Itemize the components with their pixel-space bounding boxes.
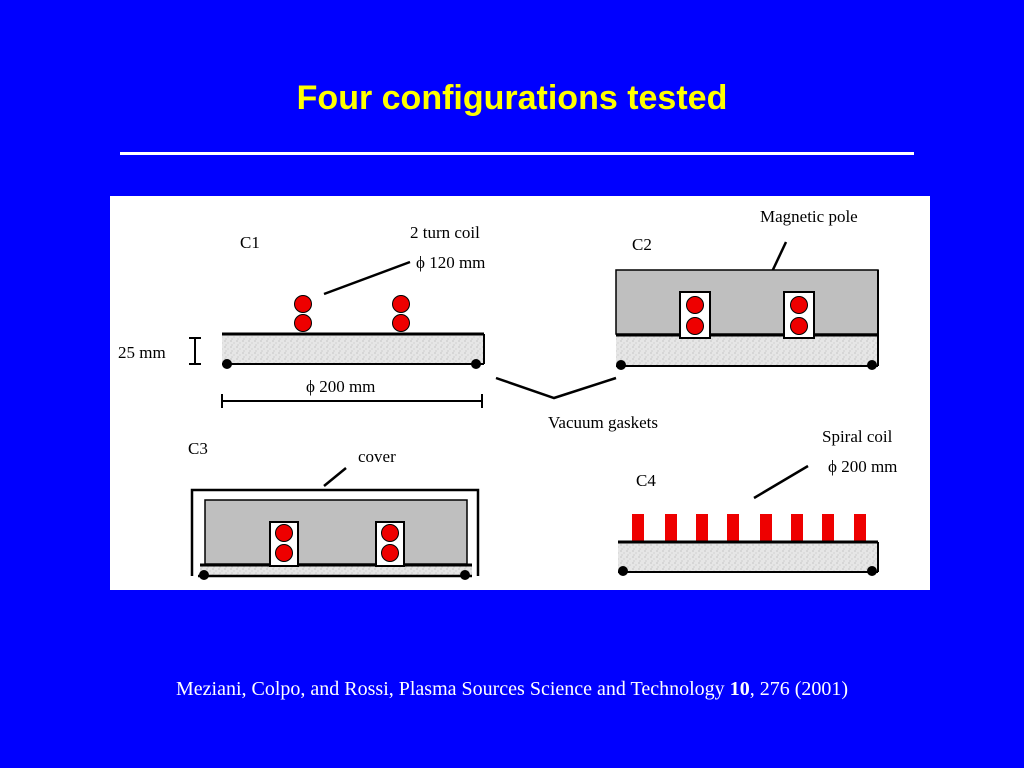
title-divider — [120, 152, 914, 155]
c4-gasket-right — [867, 566, 877, 576]
c2-gasket-left — [616, 360, 626, 370]
c2-gasket-right — [867, 360, 877, 370]
label-spiral-coil: Spiral coil — [822, 427, 893, 446]
label-height-25mm: 25 mm — [118, 343, 166, 362]
label-vacuum-gaskets: Vacuum gaskets — [548, 413, 658, 432]
label-magnetic-pole: Magnetic pole — [760, 207, 858, 226]
c1-dielectric-plate — [222, 334, 484, 364]
label-c2: C2 — [632, 235, 652, 254]
c4-spiral-coil-segment — [696, 514, 708, 542]
c4-spiral-coil-segment — [760, 514, 772, 542]
c2-coil-turn — [790, 317, 808, 335]
c3-magnetic-pole — [204, 499, 468, 565]
c3-coil-turn — [275, 524, 293, 542]
c1-coil-turn — [294, 314, 312, 332]
label-c3: C3 — [188, 439, 208, 458]
config-c3: C3 cover — [188, 439, 480, 580]
slide-title: Four configurations tested — [296, 79, 728, 117]
c4-spiral-coil-segment — [665, 514, 677, 542]
c3-gasket-right — [460, 570, 470, 580]
configurations-diagram: C1 2 turn coil ϕ 120 mm 25 mm ϕ 200 mm — [110, 196, 930, 590]
c1-coil-turn — [392, 295, 410, 313]
c2-coil-turn — [686, 317, 704, 335]
c4-spiral-coil-segment — [727, 514, 739, 542]
c3-coil-turn — [381, 544, 399, 562]
cover-pointer-line — [323, 467, 347, 487]
c4-spiral-coil-segment — [632, 514, 644, 542]
label-diameter-200mm: ϕ 200 mm — [306, 377, 375, 396]
citation-authors-journal: Meziani, Colpo, and Rossi, Plasma Source… — [175, 678, 730, 700]
spiral-pointer-line — [753, 464, 809, 500]
c3-coil-turn — [381, 524, 399, 542]
c3-dielectric-plate — [200, 566, 472, 576]
label-spiral-diameter-200: ϕ 200 mm — [828, 457, 897, 476]
c3-gasket-left — [199, 570, 209, 580]
c3-cover — [190, 488, 480, 576]
coil-pointer-line — [323, 260, 411, 296]
c4-spiral-coil-segment — [822, 514, 834, 542]
label-2-turn-coil: 2 turn coil — [410, 223, 480, 242]
vacuum-gaskets-callout: Vacuum gaskets — [495, 376, 658, 432]
label-c1: C1 — [240, 233, 260, 252]
label-c4: C4 — [636, 471, 656, 490]
c1-coil-turn — [392, 314, 410, 332]
citation: Meziani, Colpo, and Rossi, Plasma Source… — [0, 676, 1024, 702]
c1-coil-turn — [294, 295, 312, 313]
citation-pages-year: , 276 (2001) — [749, 678, 849, 700]
label-coil-diameter-120: ϕ 120 mm — [416, 253, 485, 272]
citation-volume: 10 — [729, 678, 750, 700]
c4-gasket-left — [618, 566, 628, 576]
c1-gasket-left — [222, 359, 232, 369]
c4-spiral-coil-segment — [791, 514, 803, 542]
c1-gasket-right — [471, 359, 481, 369]
c2-coil-turn — [686, 296, 704, 314]
gasket-pointer-lines — [495, 376, 617, 400]
config-c1: C1 2 turn coil ϕ 120 mm 25 mm ϕ 200 mm — [118, 223, 485, 408]
label-cover: cover — [358, 447, 396, 466]
c3-coil-turn — [275, 544, 293, 562]
c4-dielectric-plate — [618, 542, 878, 572]
config-c2: C2 Magnetic pole — [615, 207, 879, 370]
c2-coil-turn — [790, 296, 808, 314]
c2-dielectric-plate — [616, 336, 878, 366]
c4-spiral-coil-segment — [854, 514, 866, 542]
c2-coil-slot — [783, 291, 815, 339]
configurations-svg: C1 2 turn coil ϕ 120 mm 25 mm ϕ 200 mm — [118, 207, 897, 580]
c2-magnetic-pole — [615, 269, 879, 335]
config-c4: C4 Spiral coil ϕ 200 mm — [618, 427, 897, 576]
